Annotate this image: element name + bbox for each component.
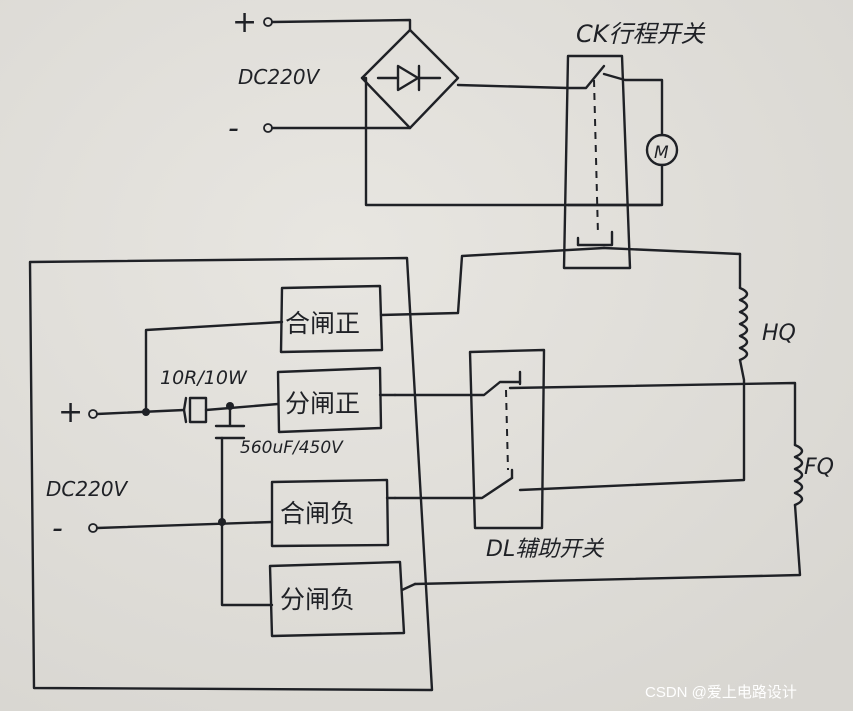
coil-hq-label: HQ <box>762 321 796 346</box>
aux-switch-dl: DL辅助开关 <box>393 348 604 562</box>
capacitor-label: 560uF/450V <box>240 438 344 458</box>
rectifier-bridge <box>360 28 570 207</box>
control-panel: + DC220V - 10R/10W 560uF/450V 合闸正 分闸正 <box>28 246 606 692</box>
top-minus-label: - <box>228 111 239 146</box>
box-open-negative: 分闸负 <box>280 585 355 614</box>
resistor-label: 10R/10W <box>160 367 248 389</box>
top-voltage-label: DC220V <box>238 65 321 89</box>
box-close-negative: 合闸负 <box>280 499 355 528</box>
coil-hq: HQ <box>518 252 796 492</box>
panel-voltage-label: DC220V <box>46 477 129 501</box>
coil-fq: FQ <box>413 381 834 586</box>
motor-label: M <box>654 143 669 163</box>
watermark: CSDN @爱上电路设计 <box>645 684 797 701</box>
limit-switch-ck: CK行程开关 M <box>562 20 742 270</box>
limit-switch-label: CK行程开关 <box>576 20 705 48</box>
top-supply: + DC220V - <box>228 5 412 146</box>
box-open-positive: 分闸正 <box>285 389 360 418</box>
aux-switch-label: DL辅助开关 <box>486 537 604 562</box>
panel-plus-label: + <box>58 395 83 430</box>
coil-fq-label: FQ <box>804 455 834 480</box>
top-plus-label: + <box>232 5 257 40</box>
panel-minus-label: - <box>52 511 63 546</box>
box-close-positive: 合闸正 <box>285 309 360 338</box>
